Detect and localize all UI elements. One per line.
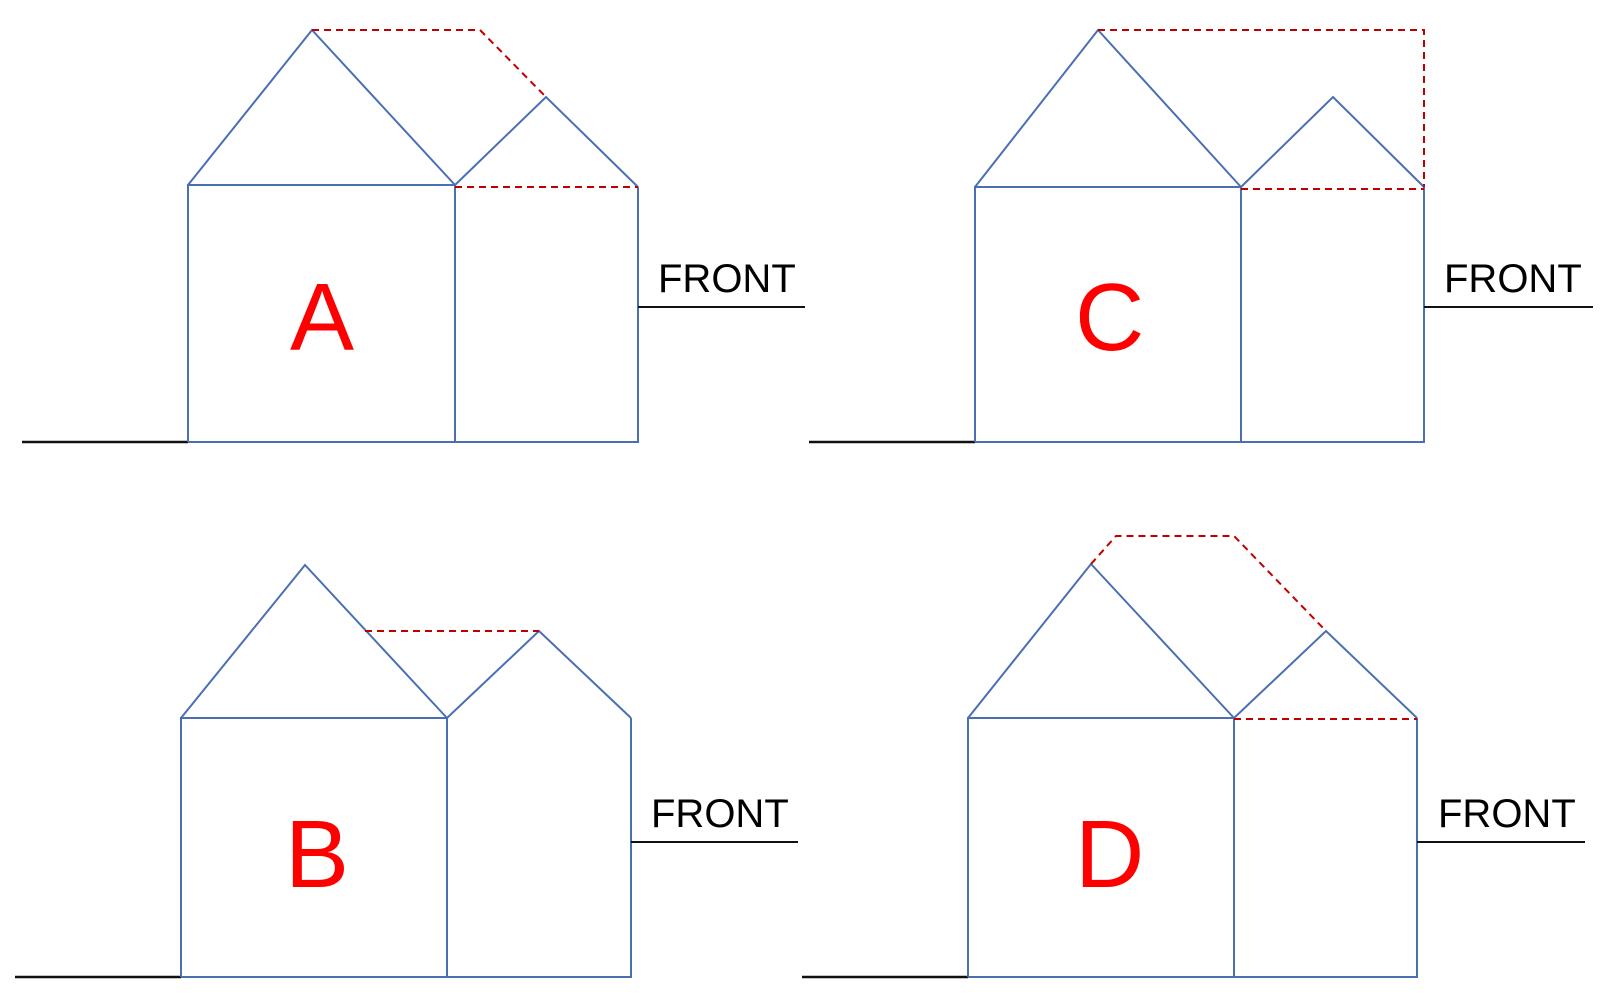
dashed-roof-line (1090, 535, 1327, 632)
panel-letter: B (285, 801, 349, 908)
main-gable (180, 563, 448, 719)
dashed-roof-line (312, 29, 547, 98)
small-gable (1240, 95, 1425, 188)
side-block (1241, 187, 1425, 443)
small-gable (1233, 629, 1418, 719)
small-gable (454, 95, 639, 188)
main-gable (974, 28, 1242, 188)
main-gable (187, 28, 456, 186)
panel-d: FRONT D (802, 535, 1585, 979)
front-label: FRONT (1438, 792, 1576, 836)
front-label: FRONT (1444, 257, 1582, 301)
panel-a: FRONT A (22, 28, 805, 444)
panel-letter: A (290, 264, 354, 371)
front-label: FRONT (651, 792, 789, 836)
front-label: FRONT (658, 257, 796, 301)
main-gable (967, 562, 1235, 719)
panel-letter: C (1075, 264, 1144, 371)
dashed-roof-line (1098, 29, 1425, 187)
panel-c: FRONT C (809, 28, 1593, 444)
panel-letter: D (1075, 801, 1144, 908)
side-block (455, 187, 639, 443)
side-block (1234, 718, 1418, 978)
small-gable (446, 629, 632, 719)
panel-b: FRONT B (15, 563, 798, 979)
side-block (447, 718, 632, 978)
